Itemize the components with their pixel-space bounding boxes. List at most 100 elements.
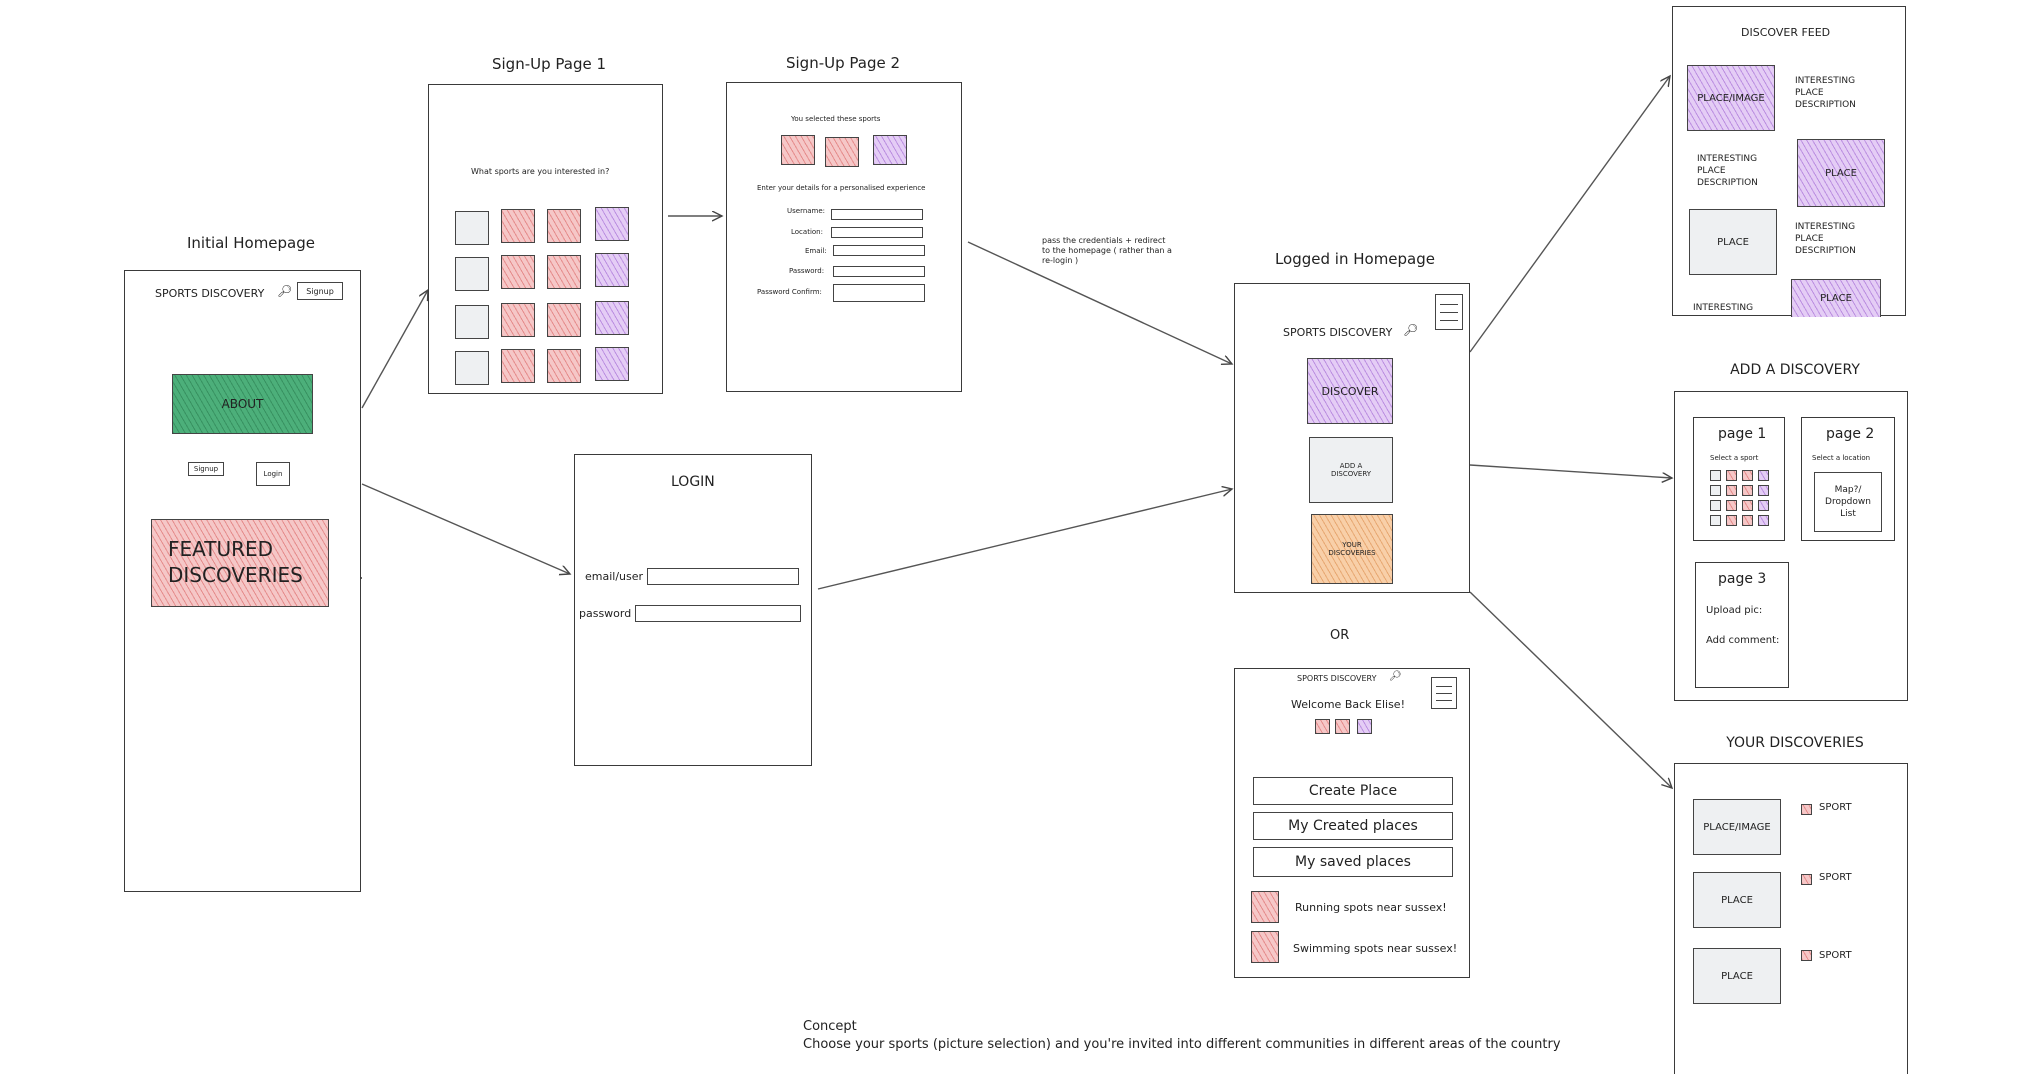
sport-tile[interactable] (501, 303, 535, 337)
sport-tile[interactable] (547, 255, 581, 289)
your-discoveries-button[interactable]: YOUR DISCOVERIES (1311, 514, 1393, 584)
create-place-button[interactable]: Create Place (1253, 777, 1453, 805)
sport-tile[interactable] (1710, 485, 1721, 496)
page2-subtitle: Select a location (1812, 454, 1871, 462)
sport-tile[interactable] (1758, 470, 1769, 481)
running-spots-thumb[interactable] (1251, 891, 1279, 923)
username-field[interactable] (831, 209, 923, 220)
your-place-image[interactable]: PLACE/IMAGE (1693, 799, 1781, 855)
sport-tile[interactable] (1726, 485, 1737, 496)
featured-discoveries-box[interactable]: FEATURED DISCOVERIES (151, 519, 329, 607)
sport-tile[interactable] (595, 301, 629, 335)
sport-tile[interactable] (501, 209, 535, 243)
sport-checkbox[interactable] (1801, 950, 1812, 961)
sport-tile[interactable] (595, 207, 629, 241)
map-dropdown-box[interactable]: Map?/ Dropdown List (1814, 472, 1882, 532)
page2-title: page 2 (1826, 426, 1875, 442)
sport-tile[interactable] (455, 257, 489, 291)
selected-sport (825, 137, 859, 167)
sport-tile[interactable] (1710, 470, 1721, 481)
sport-tile[interactable] (1726, 470, 1737, 481)
swimming-spots-thumb[interactable] (1251, 931, 1279, 963)
redirect-note: pass the credentials + redirect to the h… (1042, 236, 1172, 265)
menu-icon[interactable] (1435, 294, 1463, 330)
sport-tile[interactable] (547, 349, 581, 383)
brand-label: SPORTS DISCOVERY (1283, 326, 1393, 339)
sport-tile[interactable] (501, 349, 535, 383)
email-label: Email: (805, 247, 827, 255)
sport-tile[interactable] (1742, 515, 1753, 526)
sport-tile[interactable] (1710, 500, 1721, 511)
your-discoveries-title: YOUR DISCOVERIES (1726, 735, 1864, 751)
sport-tile[interactable] (501, 255, 535, 289)
page3-title: page 3 (1718, 571, 1767, 587)
feed-place-label: PLACE (1825, 167, 1857, 179)
your-place-label: PLACE/IMAGE (1703, 821, 1771, 833)
feed-place[interactable]: PLACE (1797, 139, 1885, 207)
discover-button[interactable]: DISCOVER (1307, 358, 1393, 424)
about-button[interactable]: ABOUT (172, 374, 313, 434)
sport-tile[interactable] (1710, 515, 1721, 526)
mini-sport-grid (1710, 470, 1770, 526)
or-label: OR (1330, 628, 1350, 643)
sport-tile[interactable] (1758, 515, 1769, 526)
sport-tile[interactable] (595, 347, 629, 381)
email-field[interactable] (833, 245, 925, 256)
running-spots-label[interactable]: Running spots near sussex! (1295, 901, 1447, 914)
password-field[interactable] (635, 605, 801, 622)
sport-tile[interactable] (1742, 470, 1753, 481)
sport-tile[interactable] (547, 209, 581, 243)
featured-label: FEATURED DISCOVERIES (168, 537, 303, 587)
page1-subtitle: Select a sport (1710, 454, 1759, 462)
email-user-field[interactable] (647, 568, 799, 585)
my-created-places-button[interactable]: My Created places (1253, 812, 1453, 840)
menu-icon[interactable] (1431, 677, 1457, 709)
add-discovery-button[interactable]: ADD A DISCOVERY (1309, 437, 1393, 503)
selected-sport (1335, 719, 1350, 734)
search-icon[interactable]: 🔎︎ (1403, 323, 1419, 337)
signup2-frame: You selected these sports Enter your det… (726, 82, 962, 392)
your-place[interactable]: PLACE (1693, 872, 1781, 928)
welcome-label: Welcome Back Elise! (1291, 698, 1405, 711)
signup1-title: Sign-Up Page 1 (491, 55, 607, 73)
sport-tile[interactable] (1742, 500, 1753, 511)
signup-button[interactable]: Signup (297, 282, 343, 300)
location-field[interactable] (831, 227, 923, 238)
sport-tile[interactable] (1742, 485, 1753, 496)
signup-small-button[interactable]: Signup (188, 462, 224, 476)
sport-tile[interactable] (1758, 500, 1769, 511)
signup1-question: What sports are you interested in? (471, 167, 610, 176)
sport-tile[interactable] (455, 351, 489, 385)
signup2-title: Sign-Up Page 2 (785, 54, 901, 72)
feed-place-image[interactable]: PLACE/IMAGE (1687, 65, 1775, 131)
sport-tile[interactable] (547, 303, 581, 337)
login-small-button[interactable]: Login (256, 462, 290, 486)
feed-description: INTERESTING (1693, 303, 1754, 313)
feed-place[interactable]: PLACE (1689, 209, 1777, 275)
sport-tile[interactable] (1758, 485, 1769, 496)
arrow-logged-to-feed (1469, 76, 1670, 353)
add-discovery-title: ADD A DISCOVERY (1730, 362, 1860, 378)
your-place[interactable]: PLACE (1693, 948, 1781, 1004)
feed-place[interactable]: PLACE (1791, 279, 1881, 317)
password-confirm-field[interactable] (833, 284, 925, 302)
selected-sport (873, 135, 907, 165)
sport-tile[interactable] (1726, 515, 1737, 526)
your-discoveries-frame: PLACE/IMAGE SPORT PLACE SPORT PLACE SPOR… (1674, 763, 1908, 1074)
sport-checkbox[interactable] (1801, 874, 1812, 885)
password-label: Password: (789, 267, 825, 275)
password-confirm-label: Password Confirm: (757, 288, 822, 296)
sport-tile[interactable] (595, 253, 629, 287)
search-icon[interactable]: 🔎︎ (277, 284, 293, 298)
page1-title: page 1 (1718, 426, 1767, 442)
sport-checkbox[interactable] (1801, 804, 1812, 815)
discover-label: DISCOVER (1321, 384, 1379, 398)
sport-tile[interactable] (455, 211, 489, 245)
email-user-label: email/user (585, 570, 644, 583)
sport-tile[interactable] (455, 305, 489, 339)
search-icon[interactable]: 🔎︎ (1389, 671, 1402, 682)
swimming-spots-label[interactable]: Swimming spots near sussex! (1293, 942, 1458, 955)
my-saved-places-button[interactable]: My saved places (1253, 847, 1453, 877)
password-field[interactable] (833, 266, 925, 277)
sport-tile[interactable] (1726, 500, 1737, 511)
